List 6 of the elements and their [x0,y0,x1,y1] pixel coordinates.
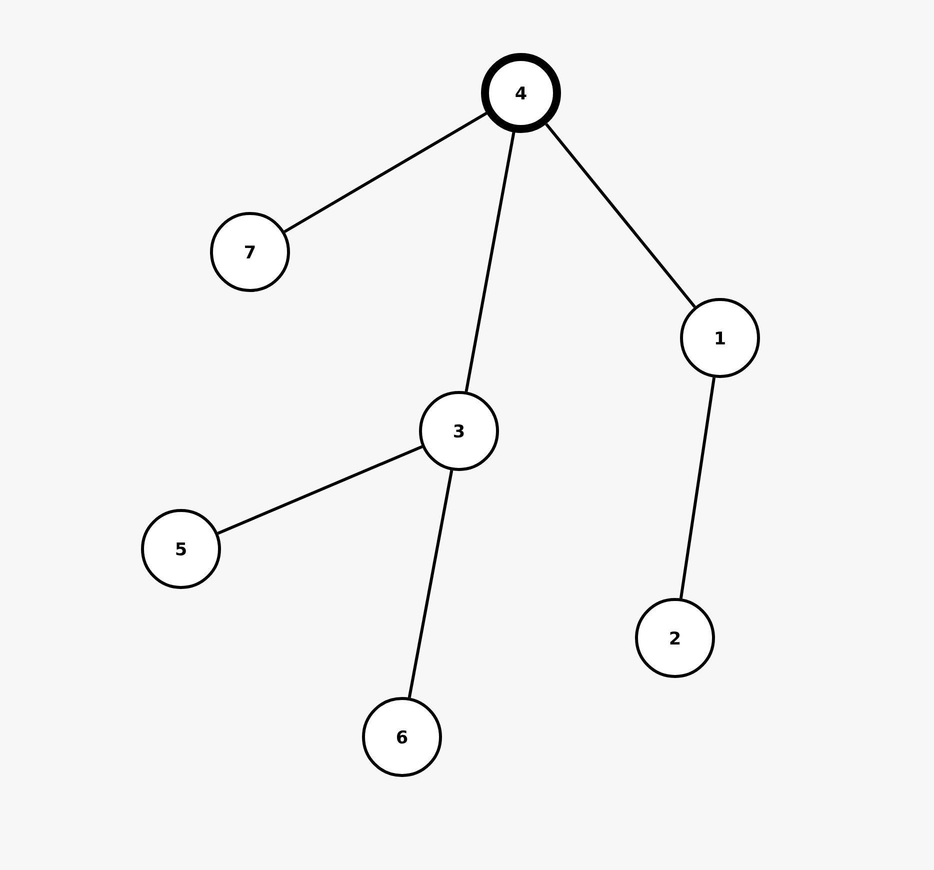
edge-line [679,377,716,599]
edge-line [464,132,516,392]
edge-line [217,445,423,535]
edge-line [545,123,696,308]
edge-line [408,470,454,698]
edge-line [284,112,488,234]
